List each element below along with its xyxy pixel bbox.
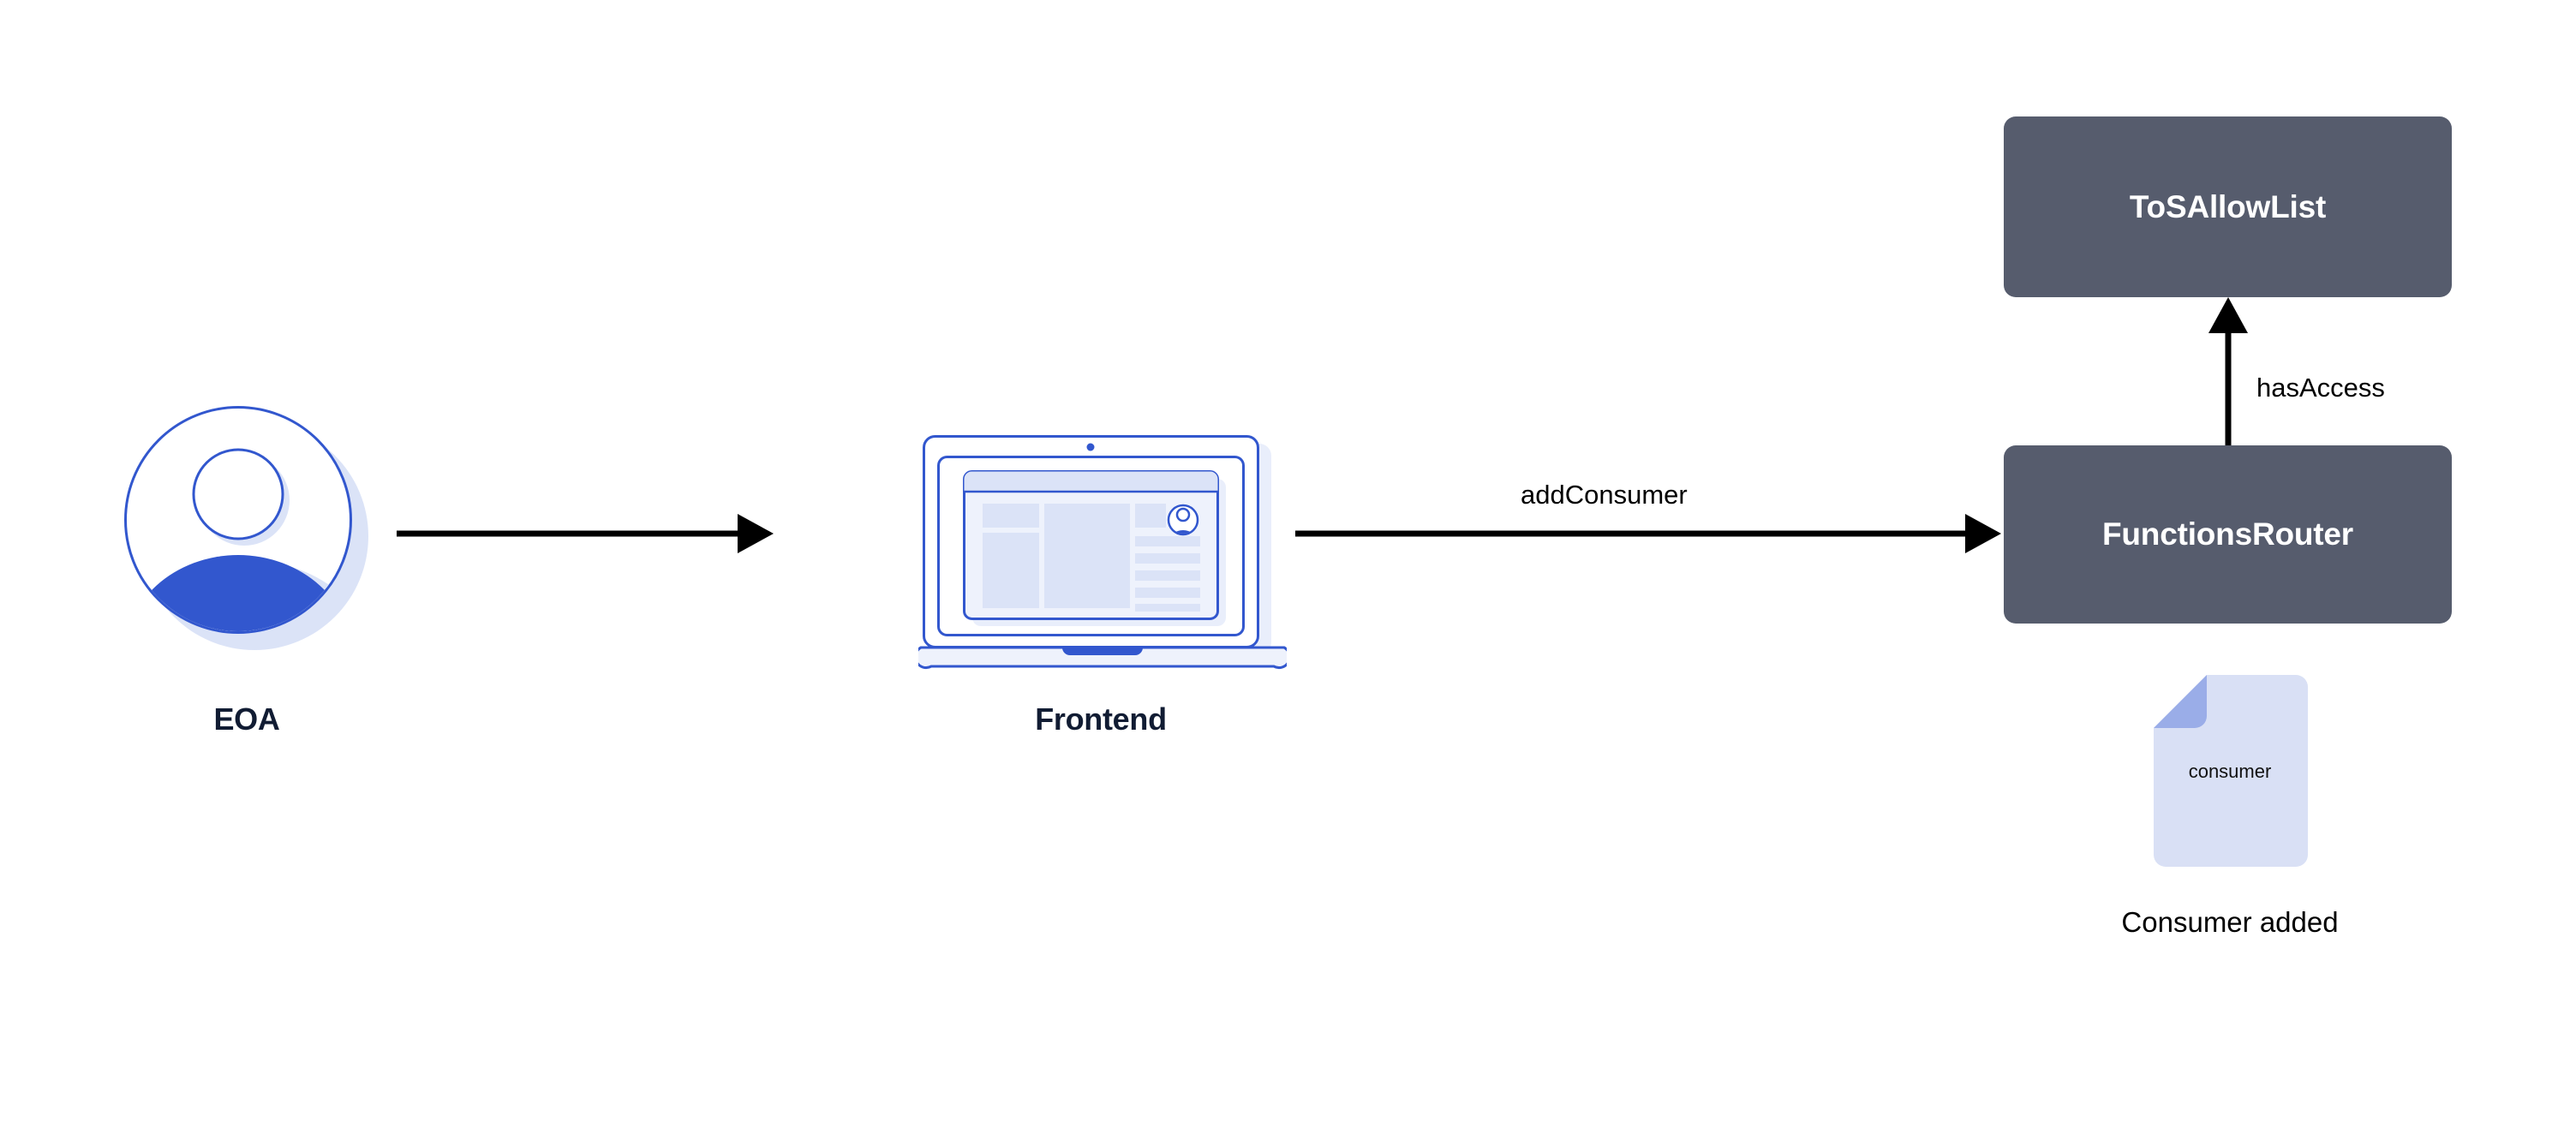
consumer-document-label: consumer xyxy=(2188,761,2272,782)
user-avatar-icon xyxy=(124,406,368,650)
document-icon xyxy=(2154,675,2308,867)
edge-label-has-access: hasAccess xyxy=(2256,373,2385,403)
arrow-frontend-to-router xyxy=(1295,514,2001,553)
frontend-label: Frontend xyxy=(1035,701,1167,737)
eoa-node[interactable] xyxy=(124,406,373,654)
consumer-added-caption: Consumer added xyxy=(2121,906,2339,938)
arrow-router-to-tosallowlist xyxy=(2208,297,2248,445)
laptop-icon xyxy=(918,435,1287,670)
functionsrouter-box[interactable]: FunctionsRouter xyxy=(2004,445,2452,624)
edge-label-add-consumer: addConsumer xyxy=(1521,480,1688,510)
tosallowlist-box[interactable]: ToSAllowList xyxy=(2004,116,2452,297)
consumer-document-node[interactable] xyxy=(2150,673,2310,868)
functionsrouter-box-label: FunctionsRouter xyxy=(2102,516,2353,552)
arrow-eoa-to-frontend xyxy=(397,514,774,553)
tosallowlist-box-label: ToSAllowList xyxy=(2129,188,2327,224)
frontend-node[interactable] xyxy=(918,433,1287,673)
eoa-label: EOA xyxy=(213,701,280,737)
